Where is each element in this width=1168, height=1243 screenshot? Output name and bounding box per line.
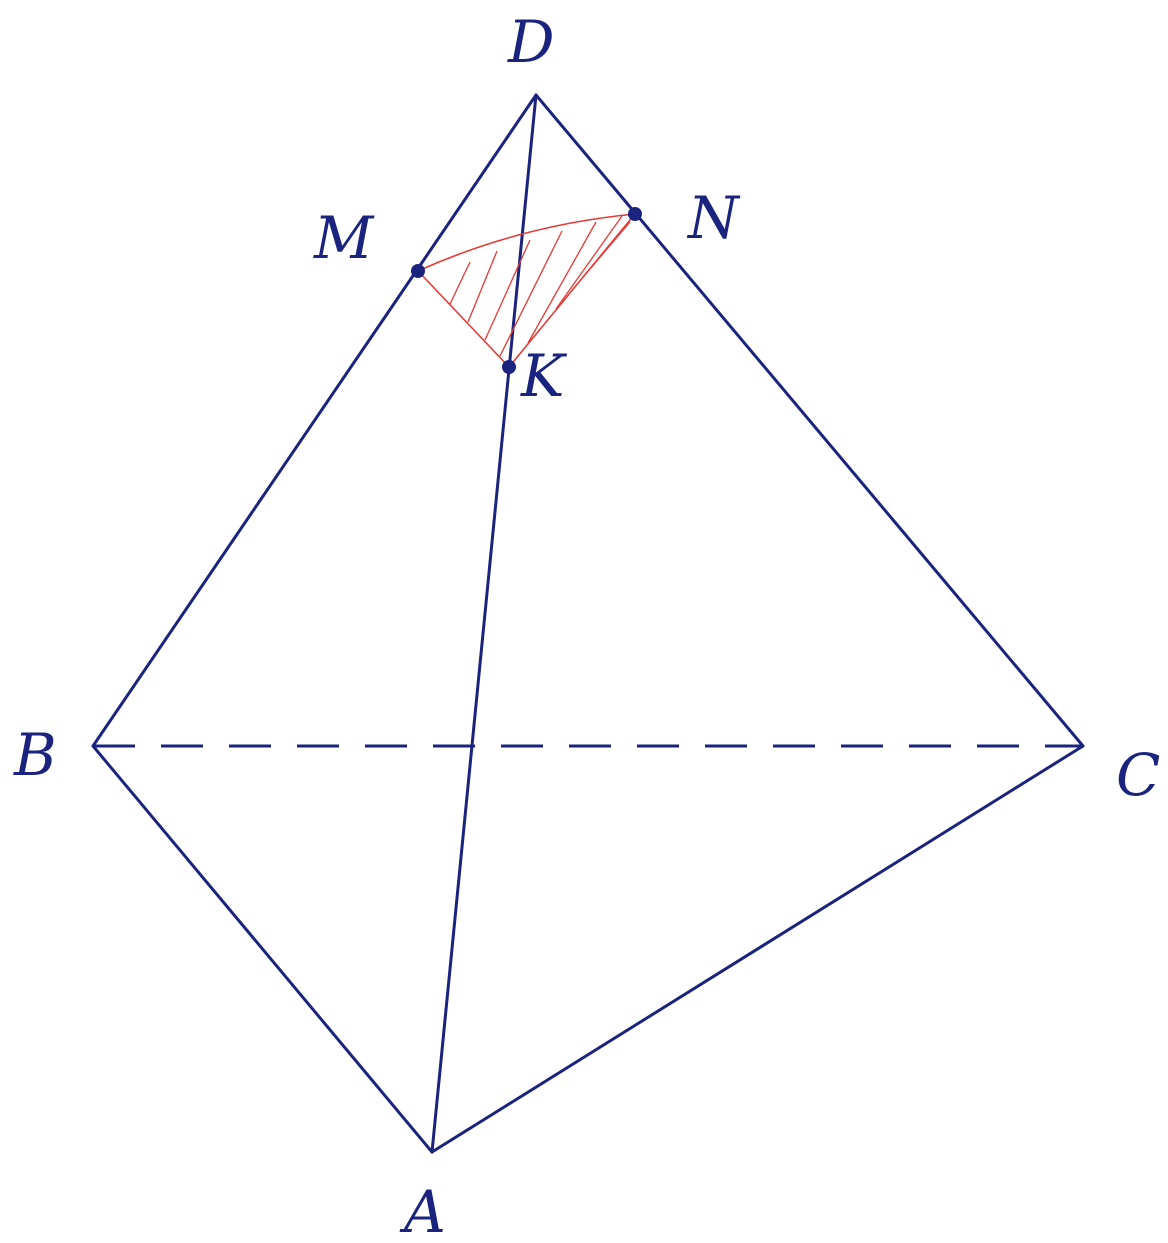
edge-dc: [534, 93, 1085, 748]
section-edge-mk: [417, 270, 510, 368]
edge-db: [91, 93, 538, 748]
point-m: [411, 264, 425, 278]
hatch-line: [484, 239, 531, 341]
hatch-line: [583, 221, 631, 277]
label-k: K: [520, 342, 568, 410]
point-n: [628, 207, 642, 221]
section-edge-mn: [417, 213, 636, 272]
point-k: [502, 360, 516, 374]
label-d: D: [507, 8, 555, 76]
hatch-line: [555, 215, 623, 310]
section-mnk: [417, 213, 636, 368]
label-n: N: [686, 184, 741, 252]
edge-ca: [430, 744, 1085, 1154]
label-c: C: [1116, 741, 1160, 809]
hatch-line: [527, 221, 597, 344]
label-b: B: [13, 721, 57, 789]
section-edge-nk: [508, 213, 636, 368]
hatch-line: [499, 230, 563, 357]
hatch-line: [449, 261, 471, 305]
label-a: A: [399, 1178, 446, 1243]
edge-da: [430, 93, 538, 1154]
hatch-line: [467, 250, 498, 323]
label-m: M: [313, 204, 375, 272]
edge-ba: [91, 744, 434, 1154]
